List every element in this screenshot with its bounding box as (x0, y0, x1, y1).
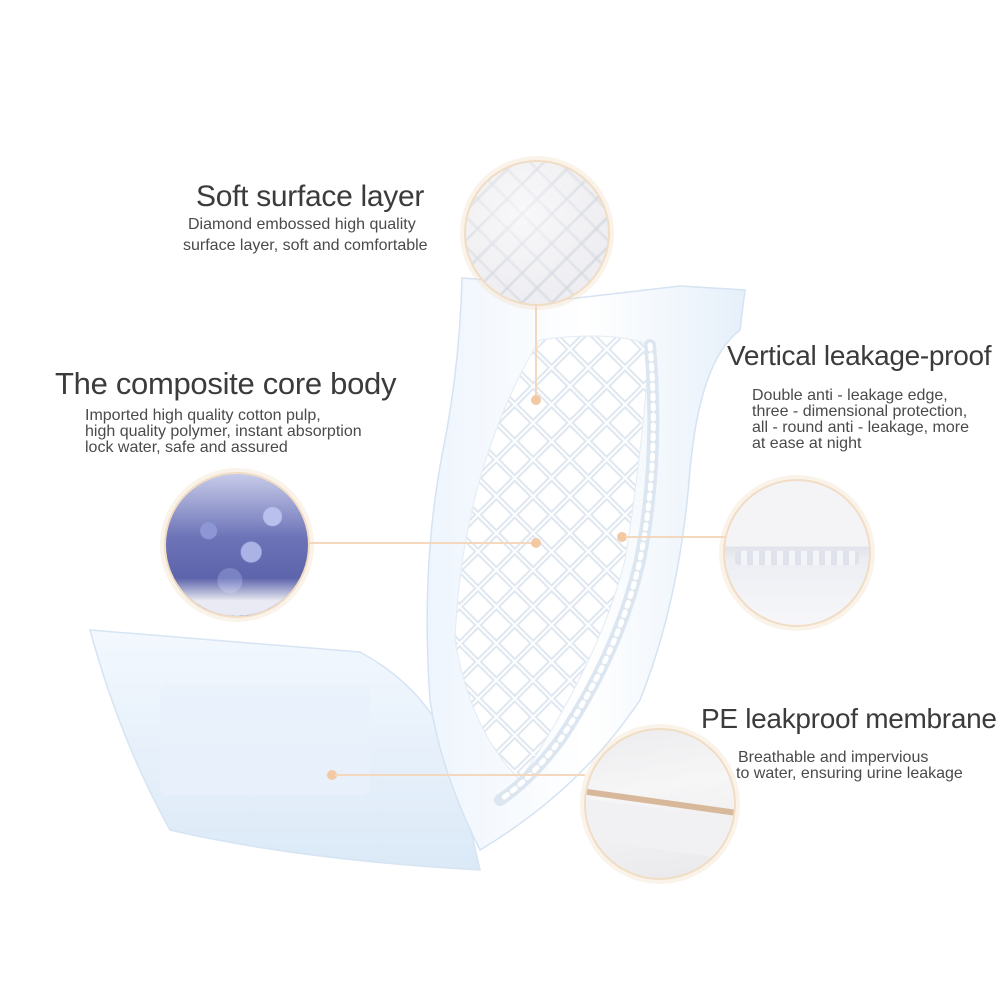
composite-core-line: high quality polymer, instant absorption (85, 423, 362, 440)
vertical-leakage-line: three - dimensional protection, (752, 403, 968, 420)
composite-core-description: Imported high quality cotton pulp, high … (85, 408, 362, 456)
soft-surface-connector (535, 305, 537, 400)
vertical-leakage-line: all - round anti - leakage, more (752, 419, 969, 436)
pe-membrane-connector (335, 774, 585, 776)
composite-core-connector (308, 542, 533, 544)
vertical-leakage-title: Vertical leakage-proof (727, 340, 992, 371)
composite-core-line: lock water, safe and assured (85, 439, 288, 456)
absorbent-core-closeup-icon (164, 472, 310, 618)
vertical-leakage-dot (617, 532, 627, 542)
pe-membrane-line: to water, ensuring urine leakage (736, 765, 963, 782)
composite-core-dot (531, 538, 541, 548)
vertical-leakage-line: at ease at night (752, 435, 862, 452)
soft-surface-line: Diamond embossed high quality (188, 216, 416, 233)
pe-membrane-dot (327, 770, 337, 780)
soft-surface-line: surface layer, soft and comfortable (183, 237, 428, 254)
pe-membrane-description: Breathable and impervious to water, ensu… (736, 749, 963, 782)
composite-core-line: Imported high quality cotton pulp, (85, 407, 321, 424)
soft-surface-dot (531, 395, 541, 405)
vertical-leakage-connector (625, 536, 725, 538)
pe-membrane-title: PE leakproof membrane (701, 703, 997, 734)
soft-surface-title: Soft surface layer (196, 180, 425, 213)
vertical-leakage-description: Double anti - leakage edge, three - dime… (752, 388, 969, 452)
vertical-leakage-line: Double anti - leakage edge, (752, 387, 948, 404)
diamond-texture-closeup-icon (464, 160, 610, 306)
leakage-edge-closeup-icon (723, 479, 871, 627)
soft-surface-description: Diamond embossed high quality surface la… (183, 214, 428, 256)
pe-membrane-line: Breathable and impervious (738, 749, 929, 766)
membrane-closeup-icon (584, 728, 736, 880)
composite-core-title: The composite core body (55, 366, 397, 401)
